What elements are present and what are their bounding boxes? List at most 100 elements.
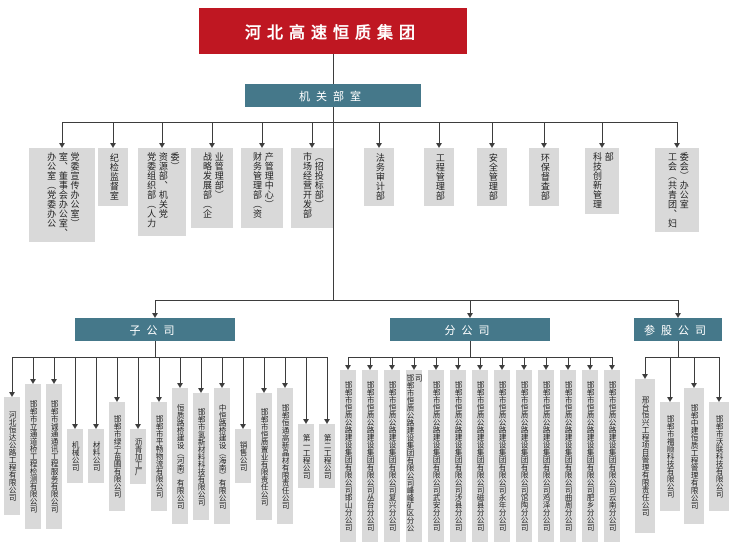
company-node: 邯郸市恒质置业有限责任公司 [256, 393, 272, 520]
connector-line [54, 357, 55, 379]
company-node-label: 邯郸市恒质公路建设集团有限公司云南分公司 [608, 381, 618, 531]
department-node-label: 法务审计部 [374, 153, 385, 201]
connector-line [327, 357, 328, 419]
connector-arrow [135, 424, 141, 429]
company-node-label: 邯郸市恒质公路建设集团有限公司鸡泽分公司 [542, 381, 552, 531]
connector-line [678, 341, 679, 357]
connector-line [546, 357, 547, 365]
company-node-label: 邯郸中建恒质工程管理有限公司 [690, 403, 700, 509]
company-node-label: 邢台恒兴工程项目管理有限责任公司 [641, 396, 651, 516]
company-node: 邯郸市恒质公路建设集团有限公司曲周分公司 [560, 370, 576, 542]
company-node-label: 邯郸市诚通通讯工程服务有限公司 [50, 400, 60, 513]
company-node: 邯郸市平畅物流有限公司 [151, 402, 167, 511]
company-node: 邯郸市恒质公路建设集团有限公司邯山分公司 [340, 370, 356, 542]
company-node-label: 销售公司 [239, 441, 249, 471]
connector-arrow [177, 383, 183, 388]
company-node-label: 邯郸市恒质公路建设集团有限公司馆陶分公司 [520, 381, 530, 531]
connector-arrow [159, 143, 165, 148]
connector-arrow [93, 424, 99, 429]
connector-line [222, 357, 223, 383]
company-node: 邯郸市恒质公路建设集团有限公司武安分公司 [428, 370, 444, 542]
connector-line [544, 122, 545, 143]
connector-arrow [691, 383, 697, 388]
connector-arrow [455, 365, 461, 370]
department-node: 市场经营开发部（招投标部） [291, 148, 333, 228]
company-node-label: 邯郸市恒质置业有限责任公司 [260, 407, 270, 506]
department-node: 工程管理部 [424, 148, 454, 206]
department-node-label: 战略发展部（企业管理部） [202, 152, 224, 219]
department-node: 办公室（党委办公室、董事会办公室、党委宣传办公室） [29, 148, 95, 242]
connector-line [612, 357, 613, 365]
company-node-label: 邯郸市恒质公路建设集团有限公司肥乡分公司 [586, 381, 596, 531]
connector-arrow [376, 143, 382, 148]
connector-arrow [587, 365, 593, 370]
connector-line [379, 122, 380, 143]
connector-arrow [345, 365, 351, 370]
connector-arrow [436, 143, 442, 148]
connector-arrow [477, 365, 483, 370]
org-headquarters-label: 机关部室 [299, 90, 367, 103]
connector-line [470, 341, 471, 357]
connector-line [480, 357, 481, 365]
company-node-label: 邯郸市平畅物流有限公司 [155, 415, 165, 498]
company-node: 邯郸市绿宁苗圃有限公司 [109, 402, 125, 511]
department-node-label: 环保督查部 [539, 153, 550, 201]
connector-line [312, 122, 313, 143]
group-node: 参股公司 [634, 318, 722, 341]
connector-line [568, 357, 569, 365]
company-node-label: 中恒路桥建设（海南）有限公司 [218, 403, 228, 509]
connector-line [262, 122, 263, 143]
connector-line [306, 357, 307, 419]
company-node: 邯郸市恒质公路建设集团有限公司馆陶分公司 [516, 370, 532, 542]
company-node: 邢台恒兴工程项目管理有限责任公司 [635, 379, 655, 533]
department-node-label: 市场经营开发部（招投标部） [302, 152, 324, 219]
connector-line [159, 357, 160, 397]
department-node-label: 党委组织部（人力资源部、机关党委） [146, 152, 180, 228]
department-node-label: 办公室（党委办公室、董事会办公室、党委宣传办公室） [46, 152, 80, 238]
connector-line [678, 300, 679, 313]
connector-line [201, 357, 202, 388]
company-node: 邯郸市恒质公路建设集团有限公司肥乡分公司 [582, 370, 598, 542]
company-node-label: 邯郸市恒质公路建设集团有限公司永年分公司 [498, 381, 508, 531]
department-node: 环保督查部 [529, 148, 559, 206]
connector-line [162, 122, 163, 143]
connector-arrow [433, 365, 439, 370]
company-node: 邯郸中建恒质工程管理有限公司 [684, 388, 704, 524]
company-node: 邯郸市氢新材料科技有限公司 [193, 393, 209, 520]
company-node: 邯郸市恒质公路建设集团有限公司鸡泽分公司 [538, 370, 554, 542]
company-node: 材料公司 [88, 429, 104, 483]
connector-arrow [209, 143, 215, 148]
connector-line [645, 357, 646, 374]
connector-line [12, 357, 327, 358]
connector-arrow [72, 424, 78, 429]
connector-arrow [675, 313, 681, 318]
company-node: 第二工程公司 [319, 424, 335, 488]
connector-arrow [565, 365, 571, 370]
company-node-label: 邯郸市恒质公路建设集团有限公司曲周分公司 [564, 381, 574, 531]
company-node: 邯郸市恒质公路建设集团有限公司丛台分公司 [362, 370, 378, 542]
connector-arrow [642, 374, 648, 379]
group-node: 分公司 [390, 318, 550, 341]
connector-arrow [152, 313, 158, 318]
company-node-label: 邯郸市恒质公路建设集团有限公司涉县分公司 [454, 381, 464, 531]
connector-line [602, 122, 603, 143]
company-node: 邯郸市恒质公路建设集团有限公司复兴分公司 [384, 370, 400, 542]
connector-arrow [411, 365, 417, 370]
connector-arrow [367, 365, 373, 370]
department-node: 法务审计部 [364, 148, 394, 206]
connector-line [370, 357, 371, 365]
connector-arrow [219, 383, 225, 388]
company-node: 邯郸市恒质公路建设集团有限公司永年分公司 [494, 370, 510, 542]
connector-line [694, 357, 695, 383]
department-node-label: 财务管理部（资产管理中心） [252, 152, 274, 219]
company-node-label: 沥青加工厂 [134, 437, 144, 476]
department-node: 工会（共青团、妇委会）办公室 [655, 148, 699, 232]
connector-arrow [261, 388, 267, 393]
connector-arrow [30, 379, 36, 384]
company-node-label: 邯郸市氢新材料科技有限公司 [197, 407, 207, 506]
company-node-label: 邯郸市恒质公路建设集团有限公司邯山分公司 [344, 381, 354, 531]
company-node: 邯郸市恒质公路建设集团有限公司峰峰矿区分公司 [406, 370, 423, 542]
connector-arrow [51, 379, 57, 384]
department-node: 科技创新管理部 [585, 148, 619, 214]
